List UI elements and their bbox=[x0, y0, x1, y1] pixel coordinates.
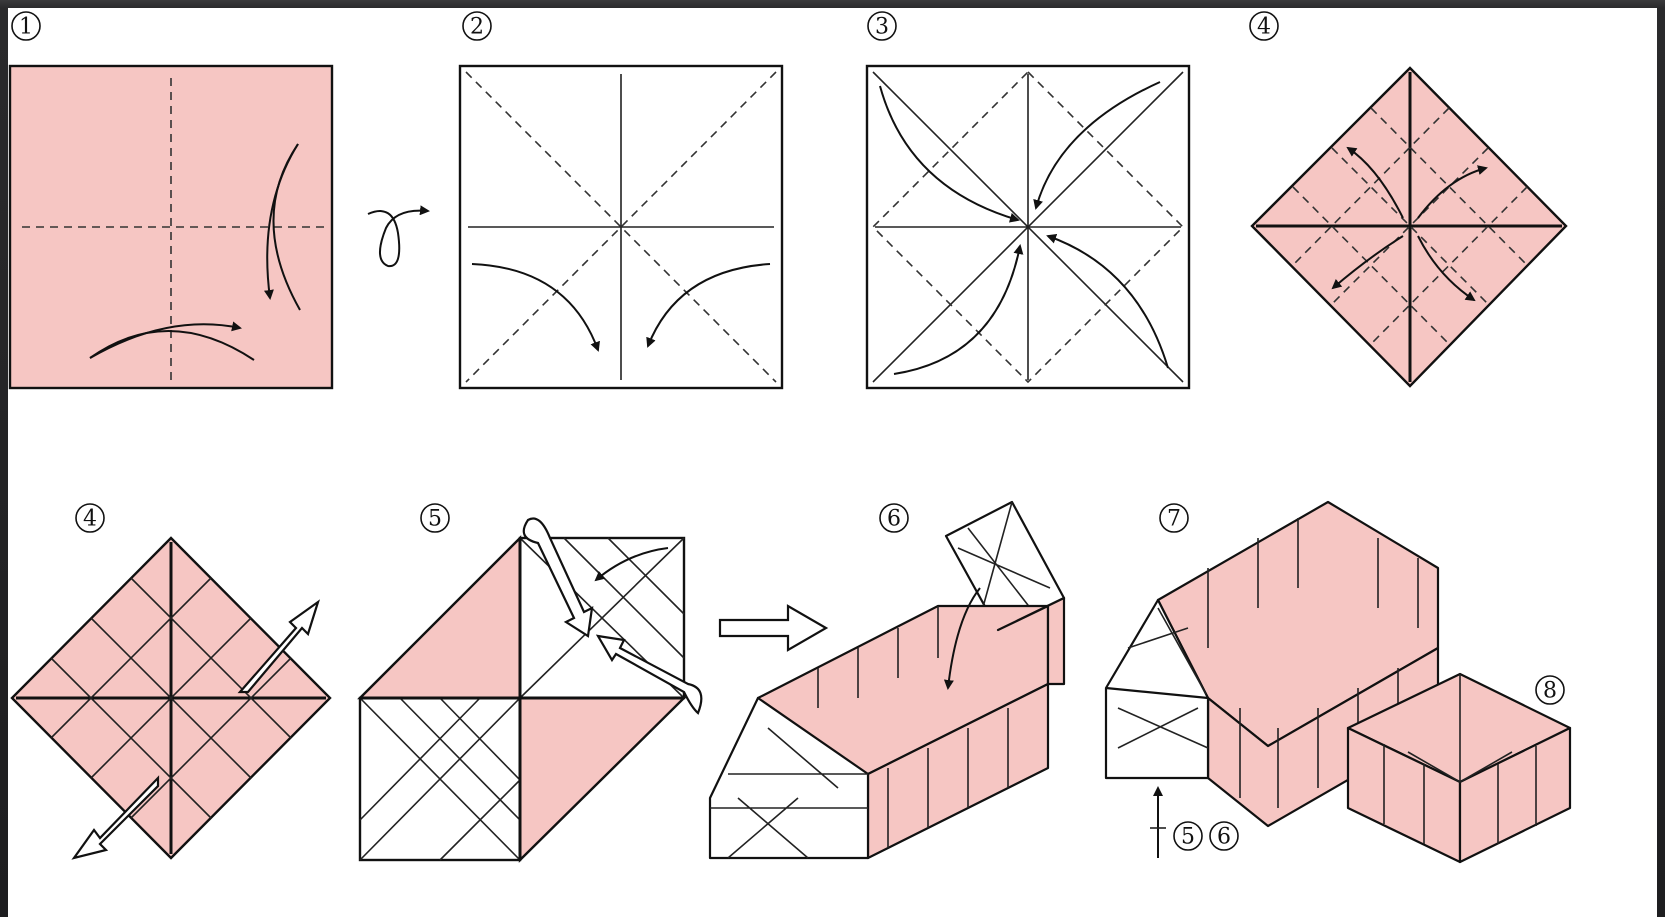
step-4-top: 4 bbox=[1249, 11, 1568, 388]
step-number-8-label: 8 bbox=[1543, 679, 1557, 704]
push-arrow-icon bbox=[718, 604, 829, 652]
step-3: 3 bbox=[865, 11, 1191, 390]
reference-step-5: 5 bbox=[1173, 821, 1203, 851]
step-number-5-label: 5 bbox=[428, 507, 442, 532]
step-8: 8 bbox=[1346, 672, 1572, 864]
step-number-4-bottom: 4 bbox=[75, 503, 105, 533]
fold-arrow-left bbox=[471, 263, 600, 352]
step-number-6-label: 6 bbox=[887, 507, 901, 532]
hollow-arrow-icon bbox=[71, 599, 321, 860]
fold-arrow-right bbox=[646, 263, 771, 348]
fold-arrow-icon bbox=[89, 321, 242, 359]
step-number-2-label: 2 bbox=[470, 15, 484, 40]
reference-step-6: 6 bbox=[1209, 821, 1239, 851]
step-number-3: 3 bbox=[867, 11, 897, 41]
step-number-4-top-label: 4 bbox=[1257, 15, 1271, 40]
step-7: 7 5 6 bbox=[1104, 500, 1440, 858]
origami-box-diagram: 1 2 3 bbox=[8, 11, 1572, 864]
step-number-1-label: 1 bbox=[19, 15, 33, 40]
step-number-7: 7 bbox=[1159, 503, 1189, 533]
step-1: 1 bbox=[8, 11, 334, 390]
step-number-7-label: 7 bbox=[1167, 507, 1181, 532]
fold-arrow-right-icon bbox=[263, 143, 299, 300]
step-number-2: 2 bbox=[462, 11, 492, 41]
step-5: 5 bbox=[357, 503, 703, 863]
step-number-4-top: 4 bbox=[1249, 11, 1279, 41]
paper-square-1 bbox=[8, 64, 334, 390]
step-number-3-label: 3 bbox=[875, 15, 889, 40]
step-4-bottom: 4 bbox=[10, 503, 332, 860]
step-number-4-bottom-label: 4 bbox=[83, 507, 97, 532]
step-number-1: 1 bbox=[11, 11, 41, 41]
reference-step-6-label: 6 bbox=[1217, 825, 1231, 850]
step-2: 2 bbox=[458, 11, 784, 390]
turn-over-icon bbox=[367, 205, 430, 268]
step-number-8: 8 bbox=[1535, 675, 1565, 705]
fold-arrow-bottom bbox=[89, 330, 255, 361]
step-number-6: 6 bbox=[879, 503, 909, 533]
step-6: 6 bbox=[708, 500, 1066, 860]
reference-step-5-label: 5 bbox=[1181, 825, 1195, 850]
step-number-5: 5 bbox=[420, 503, 450, 533]
